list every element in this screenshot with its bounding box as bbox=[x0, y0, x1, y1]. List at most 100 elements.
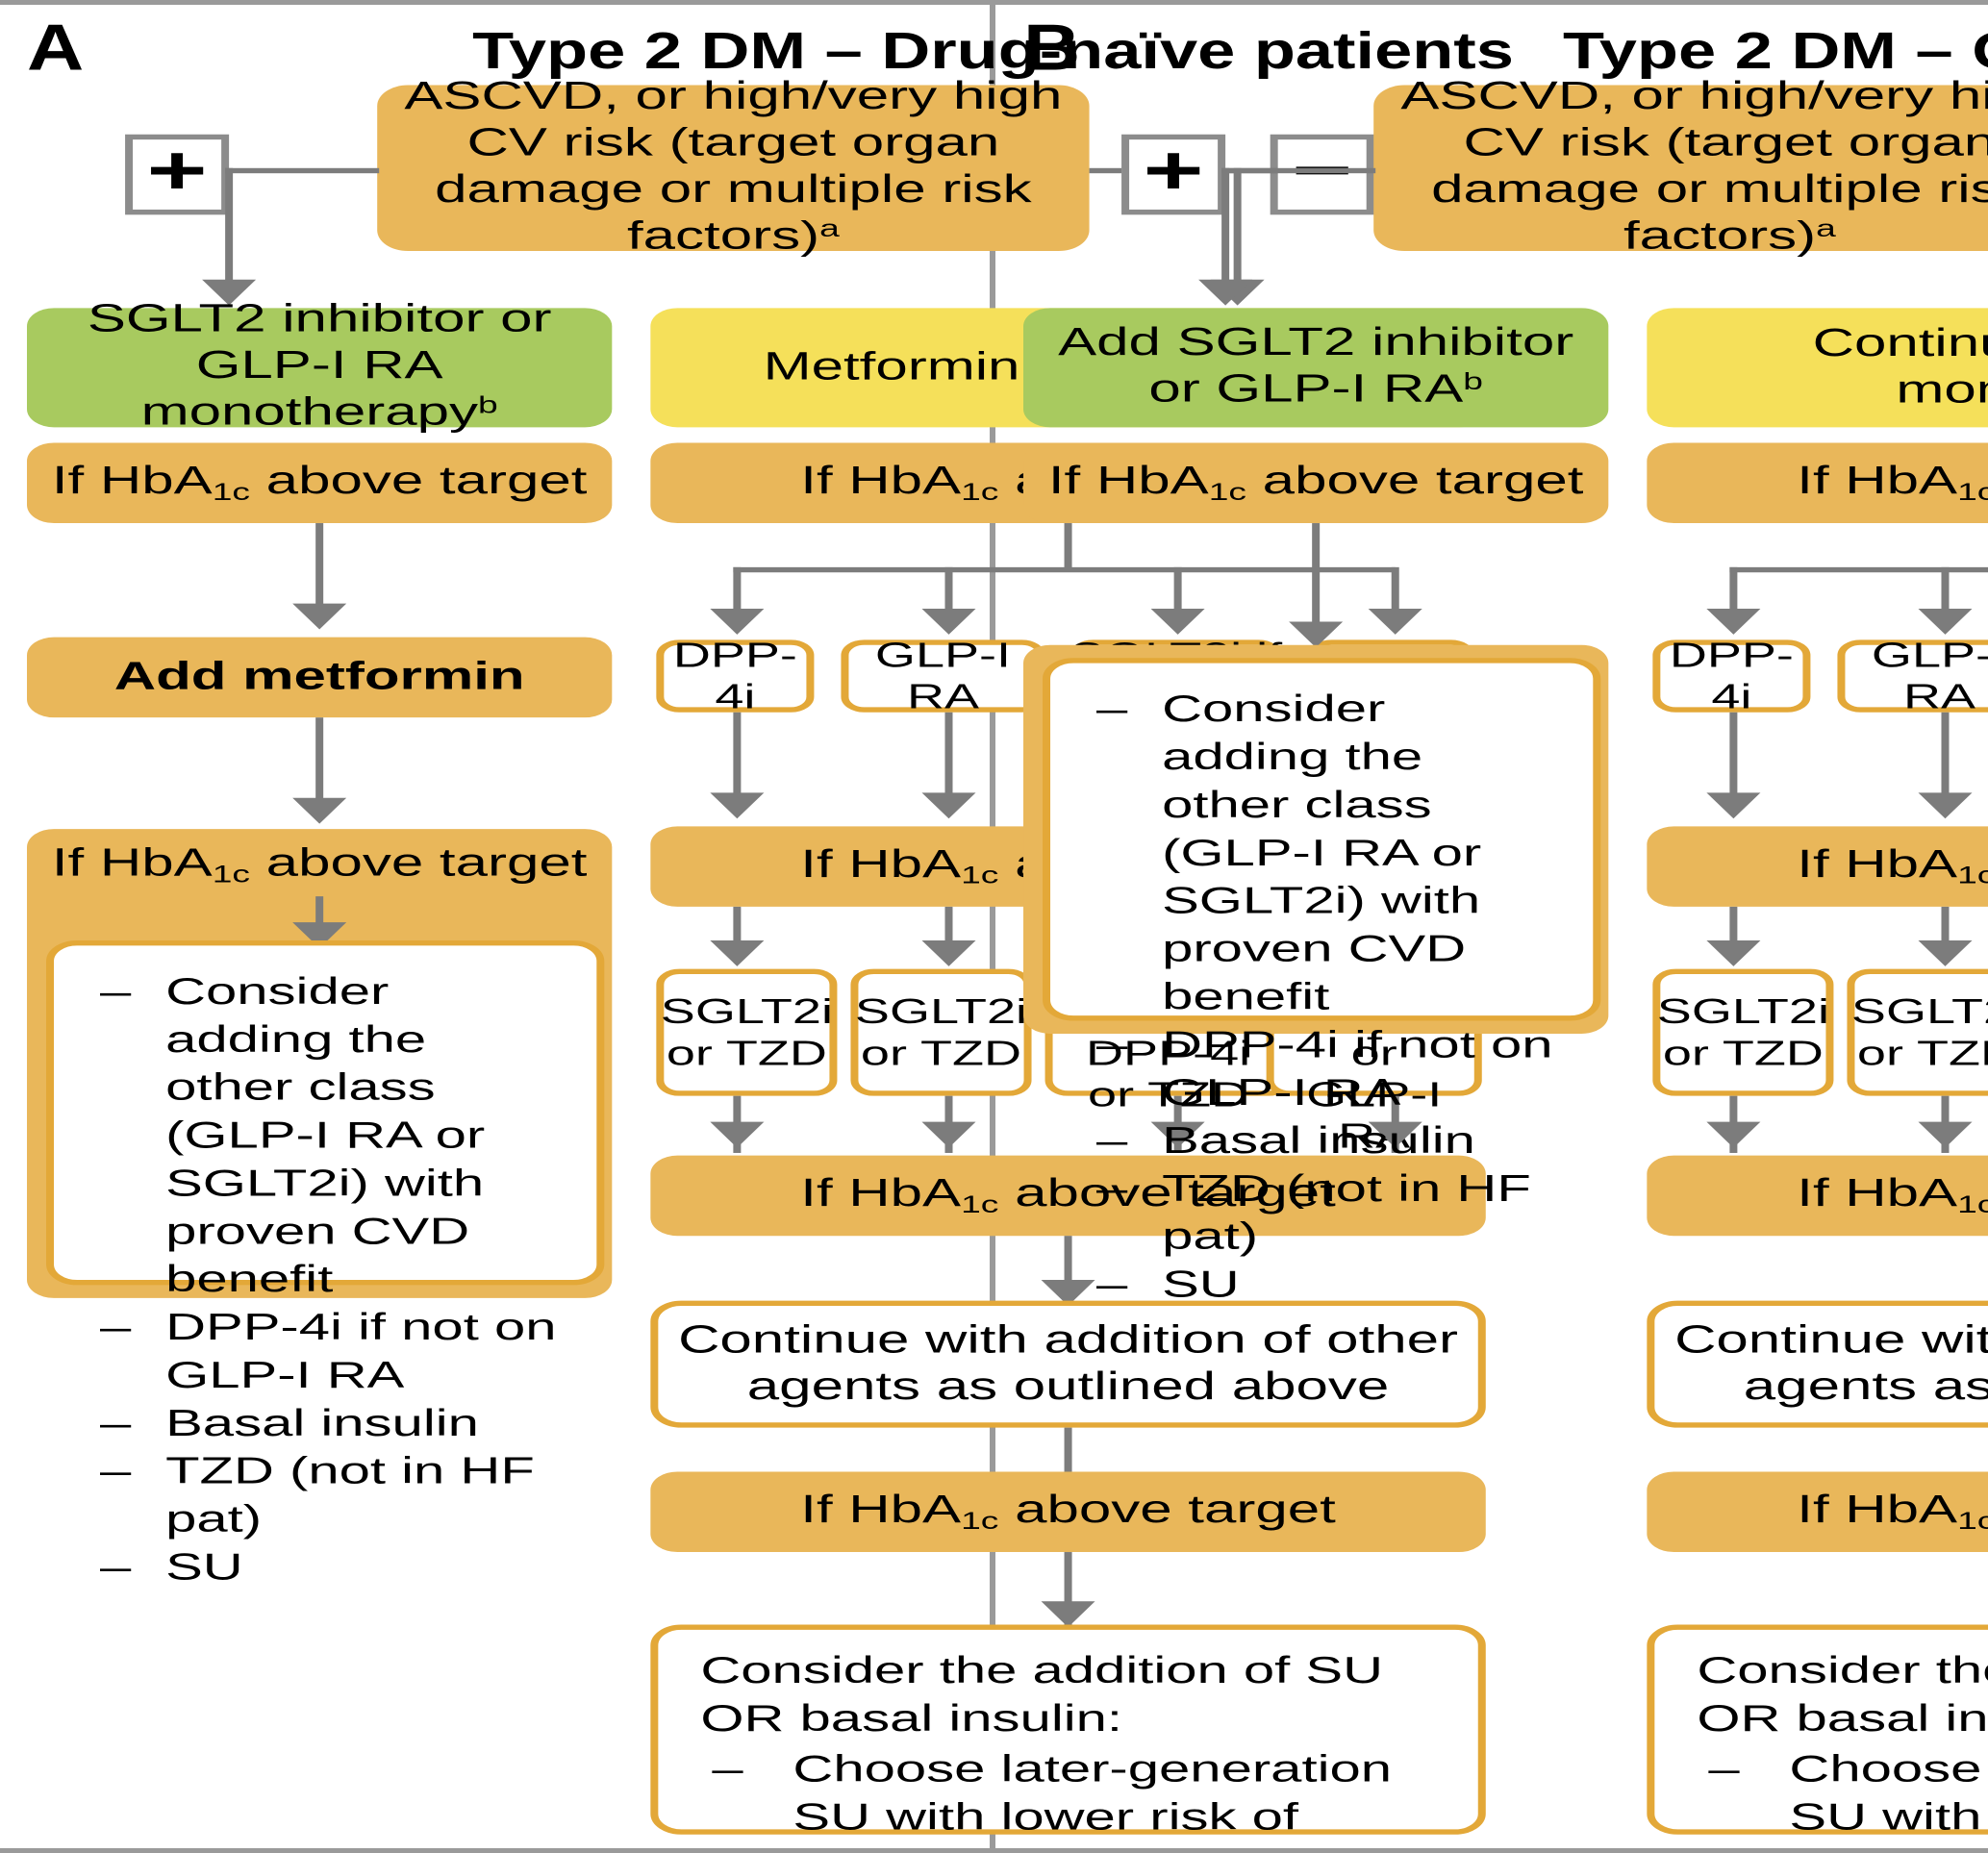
panel-b-plus-arrowhead bbox=[1198, 279, 1253, 306]
panel-a-t2-down-2 bbox=[944, 906, 953, 951]
list-item: Consider adding the other class (GLP-I R… bbox=[1093, 687, 1554, 1022]
panel-a-left-treatment-box: SGLT2 inhibitor or GLP-I RA monotherapyb bbox=[27, 297, 613, 433]
panel-b-t2-arrow-1 bbox=[1706, 939, 1761, 966]
panel-a-final-box: Consider the addition of SU OR basal ins… bbox=[650, 1624, 1486, 1848]
panel-a-left-arrow2-line bbox=[315, 717, 324, 809]
panel-a-fan1-bus bbox=[733, 566, 1396, 573]
panel-a-left-treatment-line2: GLP-I RA monotherapy bbox=[140, 343, 478, 434]
panel-b-fan1-bus bbox=[1729, 566, 1988, 573]
panel-b-right-treatment-line2: monotherapy bbox=[1896, 368, 1988, 413]
panel-b-t1-arrow-2 bbox=[1918, 792, 1973, 819]
panel-b-final-lead: Consider the addition of SU OR basal ins… bbox=[1697, 1650, 1988, 1740]
panel-a-plus-arrowhead bbox=[202, 279, 257, 306]
list-item: Choose later-generation SU with lower ri… bbox=[1697, 1746, 1988, 1848]
panel-a-t2-arrow-1 bbox=[710, 939, 765, 966]
panel-b-right-check4: If HbA1c above target bbox=[1647, 1471, 1988, 1553]
panel-a-tier2-box-1: SGLT2i or TZD bbox=[850, 968, 1032, 1096]
panel-a-fan1-arrow4 bbox=[1368, 608, 1422, 635]
panel-a-t3-arrow-2 bbox=[921, 1121, 976, 1148]
panel-b-t2-down-1 bbox=[1729, 906, 1738, 951]
panel-a-left-arrow3-line bbox=[315, 896, 324, 933]
panel-a-left-check2: If HbA1c above target bbox=[51, 840, 588, 889]
panel-a-plus-connector-v bbox=[225, 167, 234, 290]
panel-a-minus-sign: − bbox=[1270, 134, 1374, 215]
panel-a-final-lead: Consider the addition of SU OR basal ins… bbox=[700, 1650, 1384, 1740]
panel-b-left-treatment-line1: Add SGLT2 inhibitor bbox=[1058, 320, 1574, 363]
panel-b-final-box: Consider the addition of SU OR basal ins… bbox=[1647, 1624, 1988, 1848]
panel-a-fan1-drop4 bbox=[1391, 566, 1399, 617]
panel-b: B Type 2 DM – On metformin ASCVD, or hig… bbox=[996, 5, 1988, 1848]
panel-b-t1-down-2 bbox=[1941, 712, 1950, 804]
panel-b-tier2-box-1: SGLT2i or TZD bbox=[1847, 968, 1988, 1096]
panel-a-t1-arrow-1 bbox=[710, 792, 765, 819]
list-item: Basal insulin bbox=[1093, 1118, 1554, 1166]
panel-a-fan1-drop3 bbox=[1173, 566, 1182, 617]
panel-a-plus-connector-h bbox=[225, 167, 380, 174]
list-item: Consider adding the other class (GLP-I R… bbox=[96, 969, 558, 1305]
list-item: DPP-4i if not on GLP-I RA bbox=[1093, 1022, 1554, 1118]
list-item: DPP-4i if not on GLP-I RA bbox=[96, 1305, 558, 1401]
panel-b-right-check3: If HbA1c above target bbox=[1647, 1155, 1988, 1237]
list-item: Basal insulin bbox=[96, 1400, 558, 1448]
panel-b-root-superscript: a bbox=[1816, 214, 1836, 242]
panel-a-left-treatment-superscript: b bbox=[477, 390, 498, 419]
panel-a-root-box: ASCVD, or high/very high CV risk (target… bbox=[377, 74, 1090, 257]
panel-b-left-options-list: Consider adding the other class (GLP-I R… bbox=[1093, 687, 1554, 1310]
panel-a-cont-line bbox=[1064, 1236, 1072, 1304]
panel-b-right-treatment-line1: Continue metformin bbox=[1812, 322, 1988, 365]
list-item: TZD (not in HF pat) bbox=[1093, 1165, 1554, 1262]
panel-a-fan1-drop1 bbox=[733, 566, 742, 617]
panel-b-letter: B bbox=[1023, 11, 1080, 85]
panel-b-left-treatment-box: Add SGLT2 inhibitor or GLP-I RAb bbox=[1023, 308, 1609, 428]
panel-a-tier2-box-0: SGLT2i or TZD bbox=[656, 968, 838, 1096]
panel-a-root-superscript: a bbox=[819, 214, 840, 242]
panel-b-fan1-drop1 bbox=[1729, 566, 1738, 617]
panel-b-fan1-arrow2 bbox=[1918, 608, 1973, 635]
panel-b-fan1-drop2 bbox=[1941, 566, 1950, 617]
panel-b-t2-arrow-2 bbox=[1918, 939, 1973, 966]
panel-a-left-step2: Add metformin bbox=[27, 637, 613, 718]
panel-b-plus-connector-h bbox=[1221, 167, 1376, 174]
list-item: SU bbox=[1093, 1262, 1554, 1310]
panel-a-final-line bbox=[1064, 1552, 1072, 1628]
panel-a-left-check1: If HbA1c above target bbox=[27, 442, 613, 524]
panel-b-final-list: Choose later-generation SU with lower ri… bbox=[1697, 1746, 1988, 1848]
panel-b-t1-down-1 bbox=[1729, 712, 1738, 804]
panel-a-t2-down-1 bbox=[733, 906, 742, 951]
panel-b-right-check2: If HbA1c above target bbox=[1647, 826, 1988, 907]
panel-a-final-arrow bbox=[1041, 1601, 1095, 1628]
panel-a-final-list: Choose later-generation SU with lower ri… bbox=[700, 1746, 1439, 1848]
panel-a-left-treatment-line1: SGLT2 inhibitor or bbox=[87, 296, 552, 340]
panel-a-left-options-box: Consider adding the other class (GLP-I R… bbox=[46, 939, 605, 1592]
panel-b-right-treatment-box: Continue metformin monotherapy bbox=[1647, 308, 1988, 428]
panel-b-root-text: ASCVD, or high/very high CV risk (target… bbox=[1400, 74, 1988, 258]
panel-a-fan1-stem bbox=[1064, 523, 1072, 570]
list-item: TZD (not in HF pat) bbox=[96, 1448, 558, 1544]
panel-a-left-arrow1-head bbox=[292, 603, 347, 630]
panel-a-fan1-arrow3 bbox=[1150, 608, 1205, 635]
list-item: SU bbox=[96, 1544, 558, 1592]
panel-a-left-arrow2-head bbox=[292, 797, 347, 824]
panel-a-title: Type 2 DM – Drug-naïve patients bbox=[472, 22, 1514, 81]
panel-a-t1-down-1 bbox=[733, 712, 742, 804]
panel-a-left-options-list: Consider adding the other class (GLP-I R… bbox=[96, 969, 558, 1592]
panel-b-plus-sign: + bbox=[1121, 134, 1226, 215]
panel-b-left-options-box: Consider adding the other class (GLP-I R… bbox=[1043, 658, 1601, 1310]
panel-a-t1-down-2 bbox=[944, 712, 953, 804]
panel-a-letter: A bbox=[27, 11, 84, 85]
panel-a-continue-box: Continue with addition of other agents a… bbox=[650, 1300, 1486, 1428]
panel-b-tier2-box-0: SGLT2i or TZD bbox=[1652, 968, 1834, 1096]
panel-a-t1-arrow-2 bbox=[921, 792, 976, 819]
panel-b-title: Type 2 DM – On metformin bbox=[1562, 22, 1988, 81]
panel-a-fan1-arrow1 bbox=[710, 608, 765, 635]
list-item: Choose later-generation SU with lower ri… bbox=[700, 1746, 1439, 1848]
panel-b-tier1-box-0: DPP-4i bbox=[1652, 636, 1811, 716]
panel-a-right-check4: If HbA1c above target bbox=[650, 1471, 1486, 1553]
panel-a-tier1-box-0: DPP-4i bbox=[656, 636, 815, 716]
panel-a-t2-arrow-2 bbox=[921, 939, 976, 966]
panel-a-minus-connector-v bbox=[1233, 167, 1242, 290]
panel-b-left-arrow1-head bbox=[1289, 621, 1344, 648]
panel-divider bbox=[990, 5, 995, 1848]
panel-b-t3-arrow-1 bbox=[1706, 1121, 1761, 1148]
